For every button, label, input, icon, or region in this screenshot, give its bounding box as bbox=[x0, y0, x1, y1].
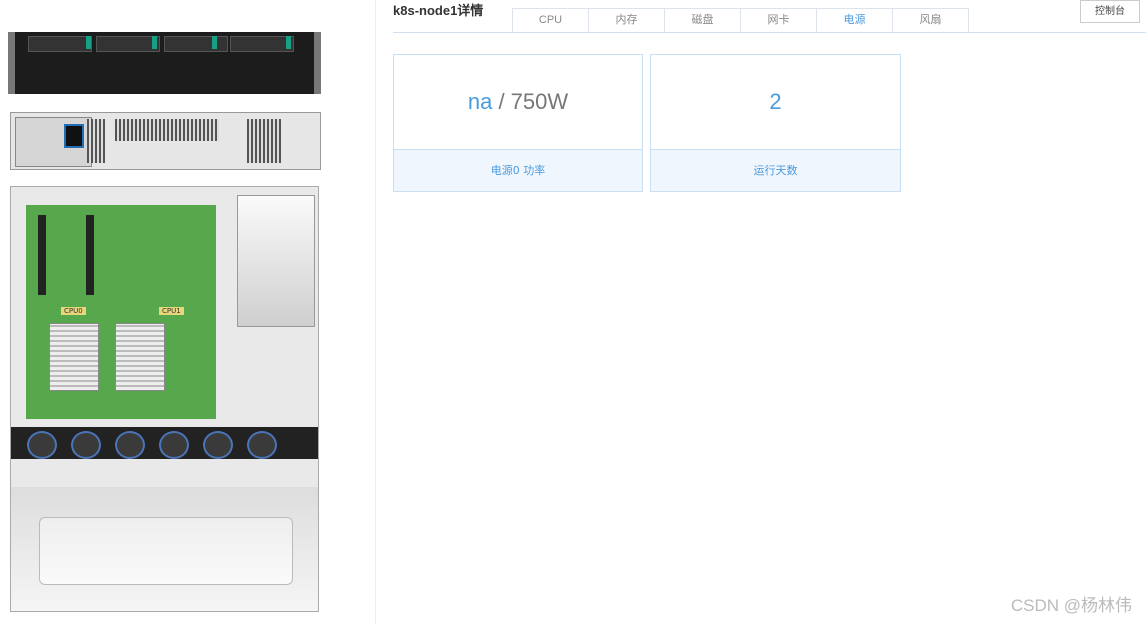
tab-bar: CPU 内存 磁盘 网卡 电源 风扇 bbox=[512, 8, 969, 33]
server-top-view: CPU0 CPU1 bbox=[10, 186, 319, 612]
drive-bay[interactable] bbox=[96, 36, 160, 52]
fan-row bbox=[11, 427, 318, 459]
drive-bay[interactable] bbox=[164, 36, 228, 52]
pcie-slots bbox=[115, 119, 219, 141]
fan-icon[interactable] bbox=[203, 431, 233, 459]
power-value: na / 750W bbox=[394, 89, 642, 115]
power-card: na / 750W 电源0 功率 bbox=[393, 54, 643, 192]
riser-card bbox=[38, 215, 46, 295]
page-title: k8s-node1详情 bbox=[393, 3, 484, 18]
tab-disk[interactable]: 磁盘 bbox=[664, 8, 740, 33]
console-button[interactable]: 控制台 bbox=[1080, 0, 1140, 23]
fan-icon[interactable] bbox=[27, 431, 57, 459]
tab-memory[interactable]: 内存 bbox=[588, 8, 664, 33]
watermark: CSDN @杨林伟 bbox=[1010, 596, 1132, 615]
tab-power[interactable]: 电源 bbox=[816, 8, 892, 33]
drive-led bbox=[152, 36, 157, 49]
rear-vent bbox=[87, 119, 105, 163]
tab-cpu[interactable]: CPU bbox=[512, 8, 588, 33]
drive-bay[interactable] bbox=[28, 36, 92, 52]
rear-vent bbox=[247, 119, 281, 163]
cpu1-heatsink[interactable] bbox=[115, 323, 165, 391]
fan-icon[interactable] bbox=[71, 431, 101, 459]
drive-led bbox=[86, 36, 91, 49]
uptime-card: 2 运行天数 bbox=[650, 54, 901, 192]
tab-network[interactable]: 网卡 bbox=[740, 8, 816, 33]
rear-power-supply[interactable] bbox=[15, 117, 92, 167]
power-max-value: 750W bbox=[510, 89, 569, 114]
cpu0-label: CPU0 bbox=[61, 307, 86, 315]
uptime-value: 2 bbox=[769, 89, 782, 114]
fan-icon[interactable] bbox=[115, 431, 145, 459]
front-ear-right bbox=[314, 32, 321, 94]
chassis-panel bbox=[39, 517, 293, 585]
power-supply-unit[interactable] bbox=[237, 195, 315, 327]
power-separator: / bbox=[492, 89, 511, 114]
uptime-label: 运行天数 bbox=[651, 149, 900, 191]
power-socket-icon bbox=[64, 124, 84, 148]
server-front-view[interactable] bbox=[8, 32, 321, 94]
riser-card bbox=[86, 215, 94, 295]
server-diagram-panel: CPU0 CPU1 bbox=[0, 0, 376, 624]
server-rear-view[interactable] bbox=[10, 112, 321, 170]
tab-divider bbox=[393, 32, 1146, 33]
cpu1-label: CPU1 bbox=[159, 307, 184, 315]
drive-bay[interactable] bbox=[230, 36, 294, 52]
drive-led bbox=[286, 36, 291, 49]
fan-icon[interactable] bbox=[159, 431, 189, 459]
tab-fan[interactable]: 风扇 bbox=[892, 8, 969, 33]
drive-led bbox=[212, 36, 217, 49]
power-current-value: na bbox=[467, 89, 493, 114]
front-ear-left bbox=[8, 32, 15, 94]
cpu0-heatsink[interactable] bbox=[49, 323, 99, 391]
chassis-bottom bbox=[11, 487, 318, 611]
power-label: 电源0 功率 bbox=[394, 149, 642, 191]
fan-icon[interactable] bbox=[247, 431, 277, 459]
